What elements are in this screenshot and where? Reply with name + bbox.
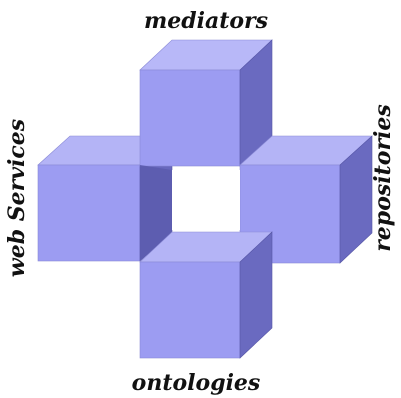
bottom-cube — [140, 232, 272, 358]
label-right: repositories — [370, 104, 396, 252]
label-top: mediators — [144, 8, 268, 34]
left-cube-front-face — [38, 165, 140, 261]
top-cube — [140, 40, 272, 166]
center-hole — [172, 170, 240, 230]
top-cube-front-face — [140, 70, 240, 166]
label-bottom: ontologies — [132, 370, 261, 396]
label-left: web Services — [4, 119, 30, 277]
bottom-cube-front-face — [140, 262, 240, 358]
